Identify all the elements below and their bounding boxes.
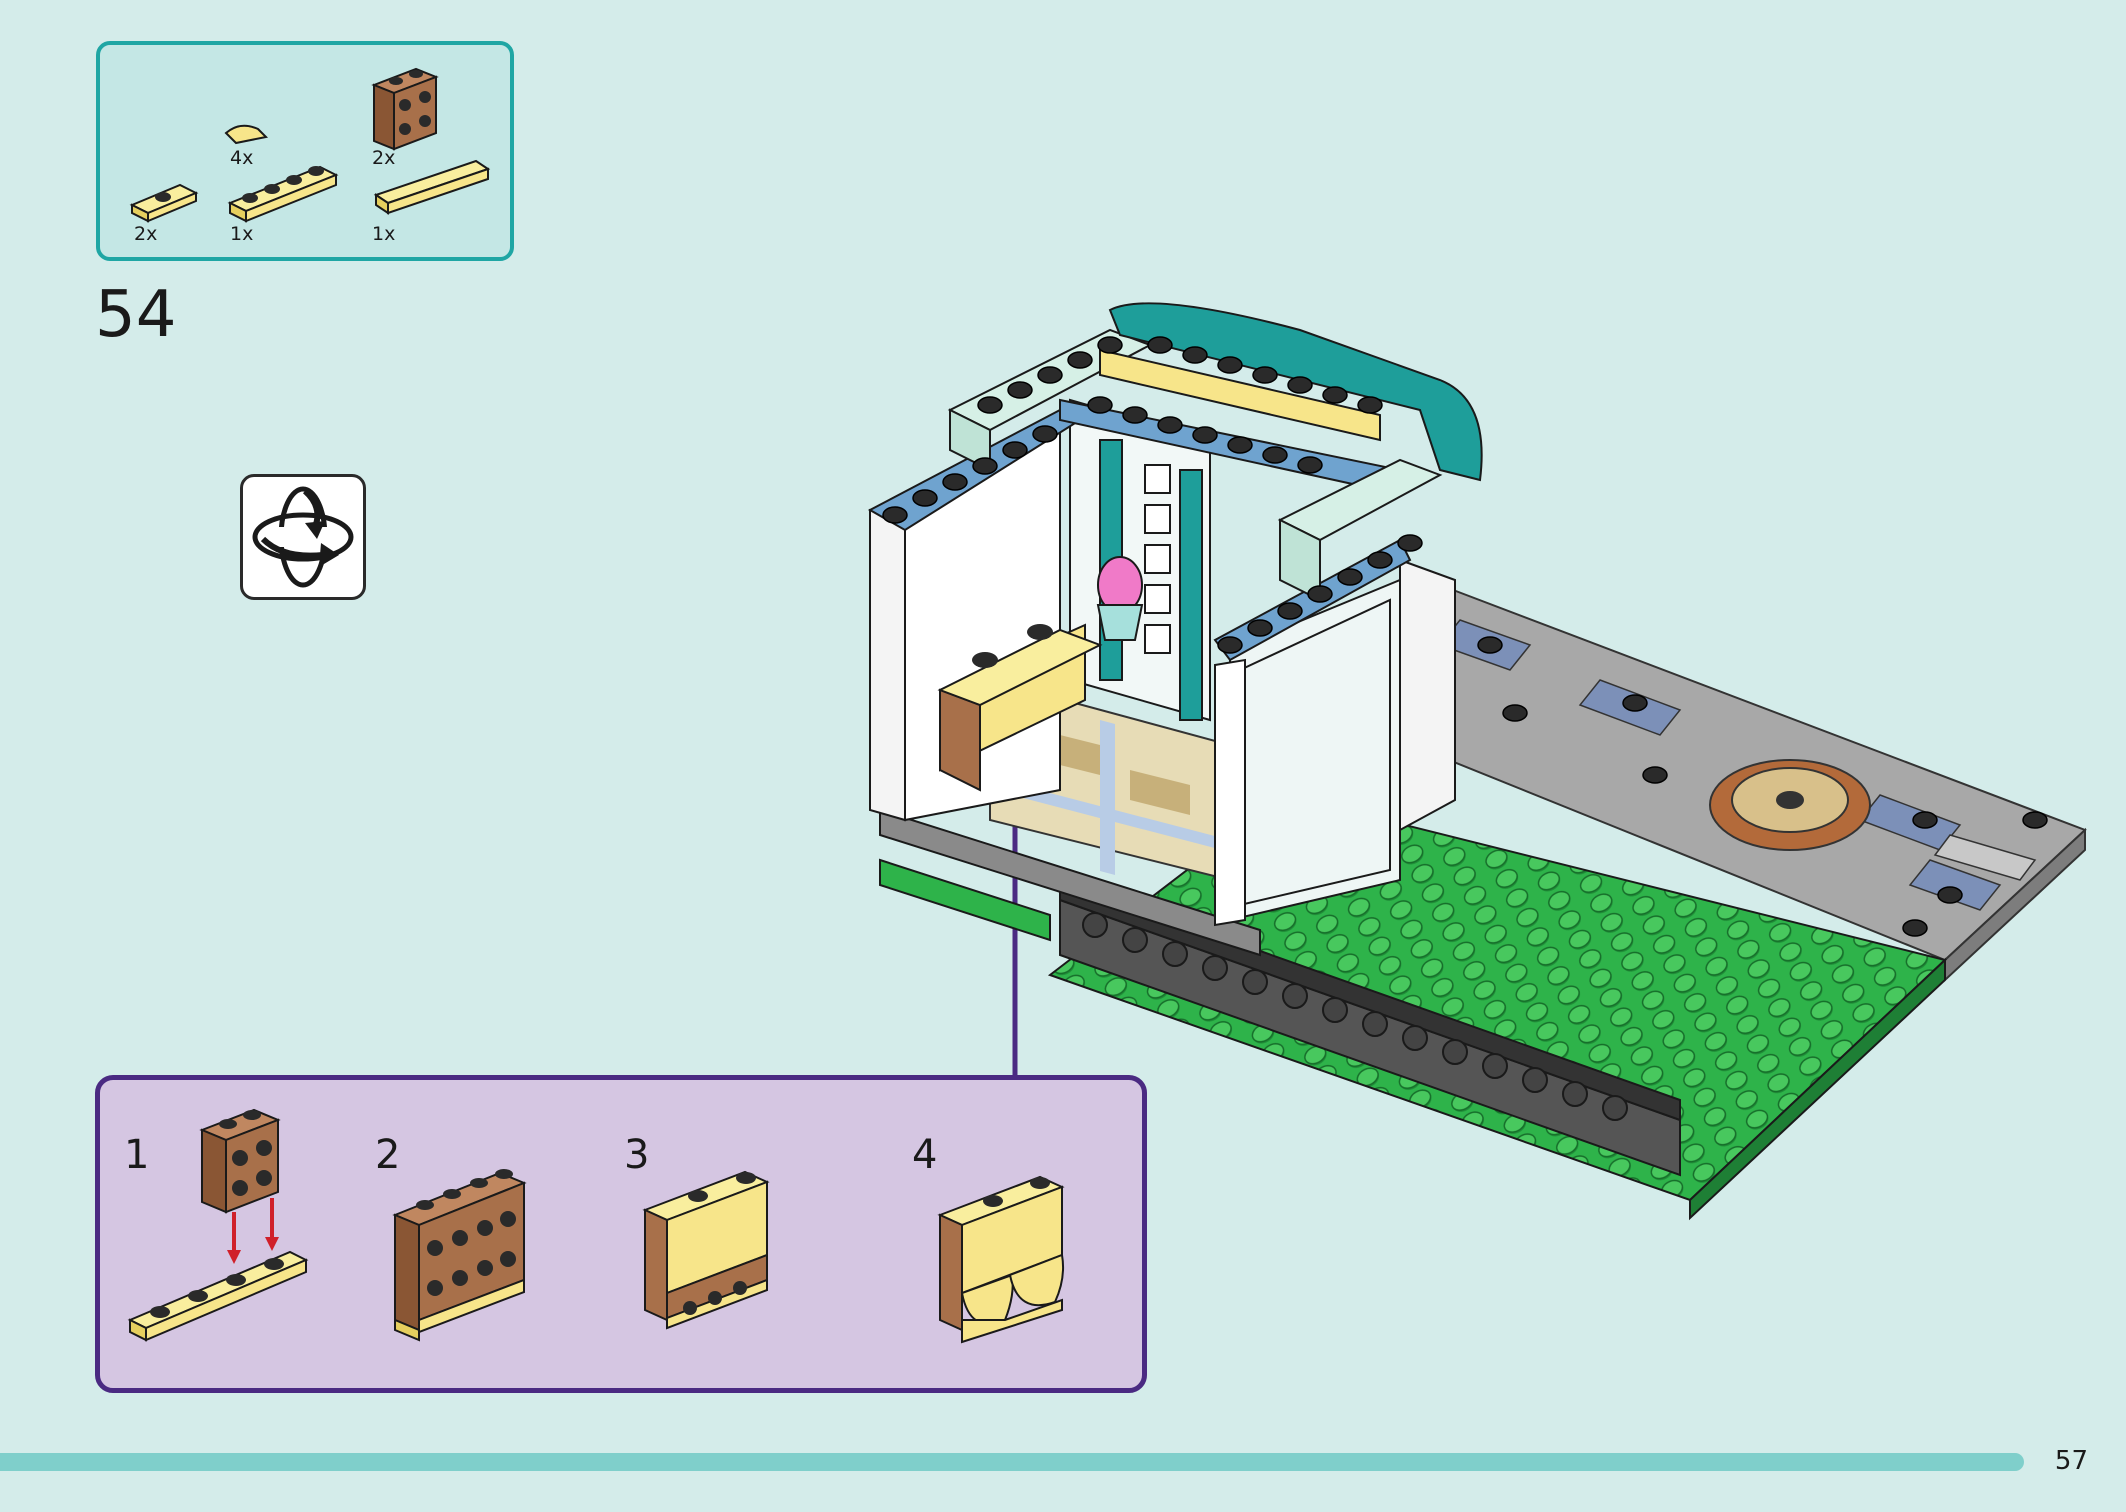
- page-number: 57: [2054, 1446, 2088, 1476]
- part-yellow-plate-1x4: [227, 165, 339, 223]
- parts-list-box: 2x 4x 1x 2x 1x: [96, 41, 514, 261]
- substep-label-1: 1: [124, 1132, 150, 1178]
- substep-2-illustration: [392, 1169, 527, 1342]
- rotate-model-icon: [240, 474, 366, 600]
- substep-label-3: 3: [624, 1132, 650, 1178]
- part-qty: 1x: [230, 223, 254, 245]
- progress-bar: [0, 1453, 2024, 1471]
- part-yellow-jumper-plate: [129, 183, 199, 223]
- awning: [1108, 302, 1483, 482]
- step-number: 54: [95, 278, 177, 352]
- substep-1-illustration: [127, 1108, 309, 1342]
- substep-3-illustration: [642, 1170, 770, 1330]
- substep-label-4: 4: [912, 1132, 938, 1178]
- substep-label-2: 2: [375, 1132, 401, 1178]
- left-wall: [869, 508, 906, 822]
- parts-illustration: [129, 67, 491, 223]
- part-qty: 1x: [372, 223, 396, 245]
- part-yellow-quarter-tile: [224, 124, 269, 145]
- substep-illustrations: [127, 1108, 1065, 1344]
- installed-counter: [937, 623, 1103, 792]
- part-qty: 2x: [372, 147, 396, 169]
- part-qty: 4x: [230, 147, 254, 169]
- part-brown-brick: [371, 67, 439, 151]
- part-yellow-tile-1x6: [373, 159, 491, 215]
- part-qty: 2x: [134, 223, 158, 245]
- substep-4-illustration: [937, 1175, 1065, 1344]
- substep-box: 1 2 3 4: [95, 1075, 1147, 1393]
